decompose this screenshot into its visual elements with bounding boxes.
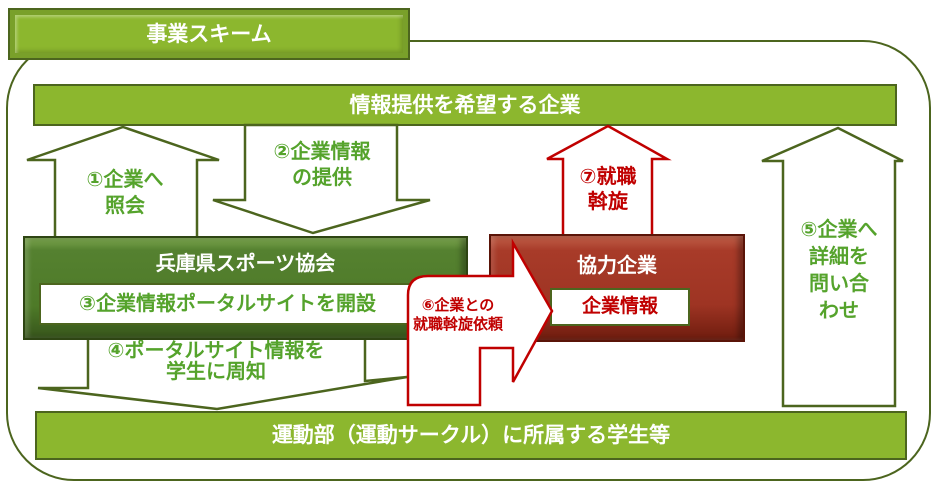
arrow-portal-notify-students-label: ④ポータルサイト情報を 学生に周知	[107, 338, 325, 383]
students-bar: 運動部（運動サークル）に所属する学生等	[35, 411, 907, 460]
arrow-detail-inquiry-label: ⑤企業へ 詳細を 問い合 わせ	[800, 217, 878, 322]
arrow-detail-inquiry-icon	[761, 126, 904, 408]
arrow-company-inquiry-label: ①企業へ 照会	[86, 167, 164, 217]
cooperating-company-title: 協力企業	[577, 253, 657, 277]
diagram-outer-frame	[6, 40, 931, 481]
arrow-company-info-provision-label: ②企業情報 の提供	[273, 139, 371, 189]
arrow-job-placement-request-label: ⑥企業との 就職斡旋依頼	[412, 296, 503, 333]
companies-bar: 情報提供を希望する企業	[33, 84, 897, 126]
arrow-company-info-provision-icon	[212, 123, 431, 235]
scheme-title: 事業スキーム	[8, 8, 410, 60]
arrow-job-placement-request-icon	[406, 238, 554, 407]
portal-site-box: ③企業情報ポータルサイトを開設	[39, 283, 416, 325]
company-info-box: 企業情報	[550, 288, 690, 326]
sports-association-box: 兵庫県スポーツ協会 ③企業情報ポータルサイトを開設	[23, 236, 468, 340]
arrow-job-placement-label: ⑦就職 斡旋	[579, 164, 637, 213]
sports-association-title: 兵庫県スポーツ協会	[155, 251, 336, 275]
arrow-portal-notify-students-icon	[37, 336, 408, 411]
